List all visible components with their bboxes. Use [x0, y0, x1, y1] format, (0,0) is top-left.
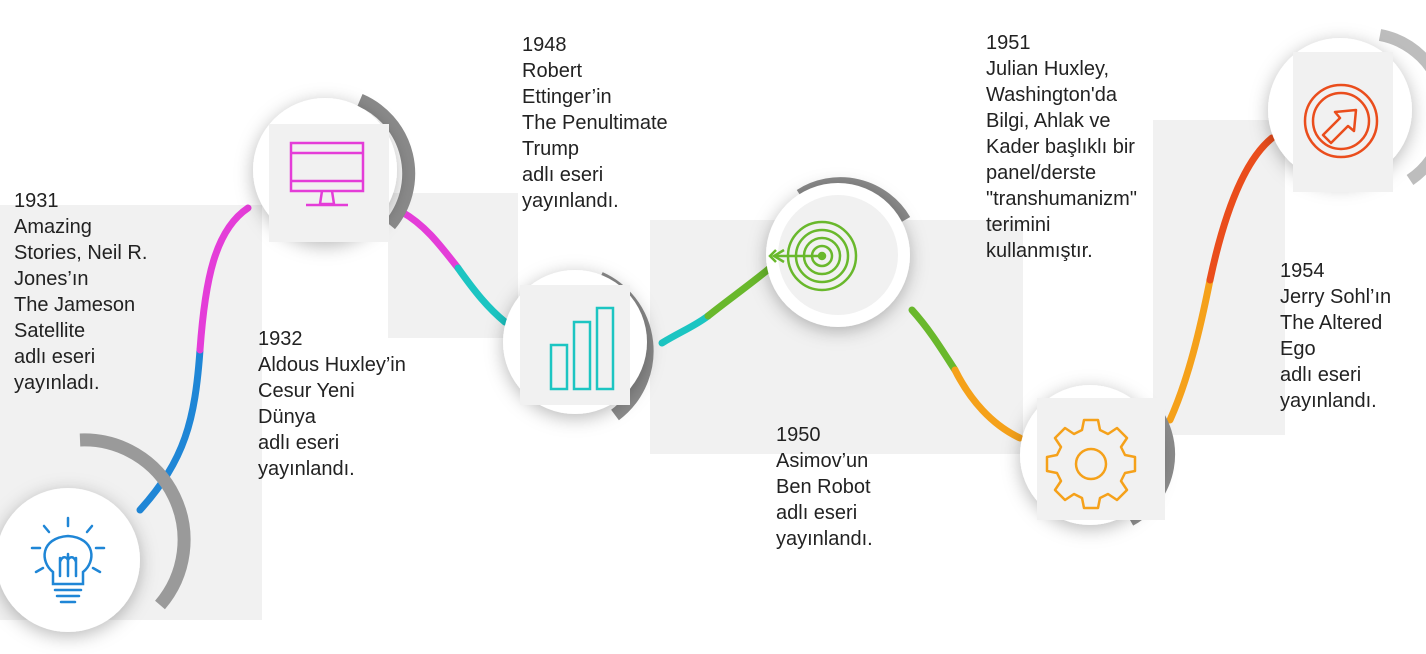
event-1950-year: 1950 — [776, 424, 821, 446]
event-1951-year: 1951 — [986, 32, 1031, 54]
timeline-connectors — [136, 134, 1276, 514]
event-1950-text: 1950 Asimov’un Ben Robot adlı eseri yayı… — [776, 396, 873, 552]
connector-gear-arrow-lower — [1166, 276, 1214, 424]
connector-chart-target-upper — [704, 264, 774, 320]
event-1932-year: 1932 — [258, 328, 303, 350]
connector-gear-arrow-upper — [1206, 134, 1276, 284]
connector-bulb-monitor-lower — [136, 346, 204, 514]
event-1954-year: 1954 — [1280, 260, 1325, 282]
timeline-node-1948 — [503, 270, 654, 421]
timeline-node-1932 — [253, 94, 416, 242]
target-icon — [768, 220, 858, 292]
connector-target-gear-upper — [908, 306, 959, 374]
timeline-node-1950 — [766, 177, 911, 327]
event-1948-description: Robert Ettinger’in The Penultimate Trump… — [522, 60, 668, 212]
event-1948-year: 1948 — [522, 34, 567, 56]
timeline-node-1931 — [0, 433, 191, 632]
gear-icon — [1045, 418, 1137, 510]
lightbulb-icon — [30, 516, 106, 604]
connector-target-gear-lower — [951, 366, 1024, 442]
event-1950-description: Asimov’un Ben Robot adlı eseri yayınland… — [776, 450, 873, 550]
background-panel-4 — [1153, 120, 1285, 435]
connector-chart-target-lower — [658, 312, 712, 347]
bar-chart-icon — [549, 306, 615, 391]
timeline-node-1951 — [1020, 385, 1176, 526]
event-1932-description: Aldous Huxley’in Cesur Yeni Dünya adlı e… — [258, 354, 406, 480]
arrow-badge-icon — [1303, 83, 1379, 159]
event-1931-description: Amazing Stories, Neil R. Jones’ın The Ja… — [14, 216, 148, 394]
monitor-icon — [289, 141, 365, 207]
timeline-node-1954 — [1268, 29, 1426, 192]
event-1954-description: Jerry Sohl’ın The Altered Ego adlı eseri… — [1280, 286, 1392, 412]
connector-bulb-monitor-upper — [196, 204, 252, 354]
event-1931-year: 1931 — [14, 190, 59, 212]
connector-monitor-chart-upper — [398, 208, 462, 272]
connector-monitor-chart-lower — [454, 264, 509, 326]
event-1951-description: Julian Huxley, Washington'da Bilgi, Ahla… — [986, 58, 1137, 262]
